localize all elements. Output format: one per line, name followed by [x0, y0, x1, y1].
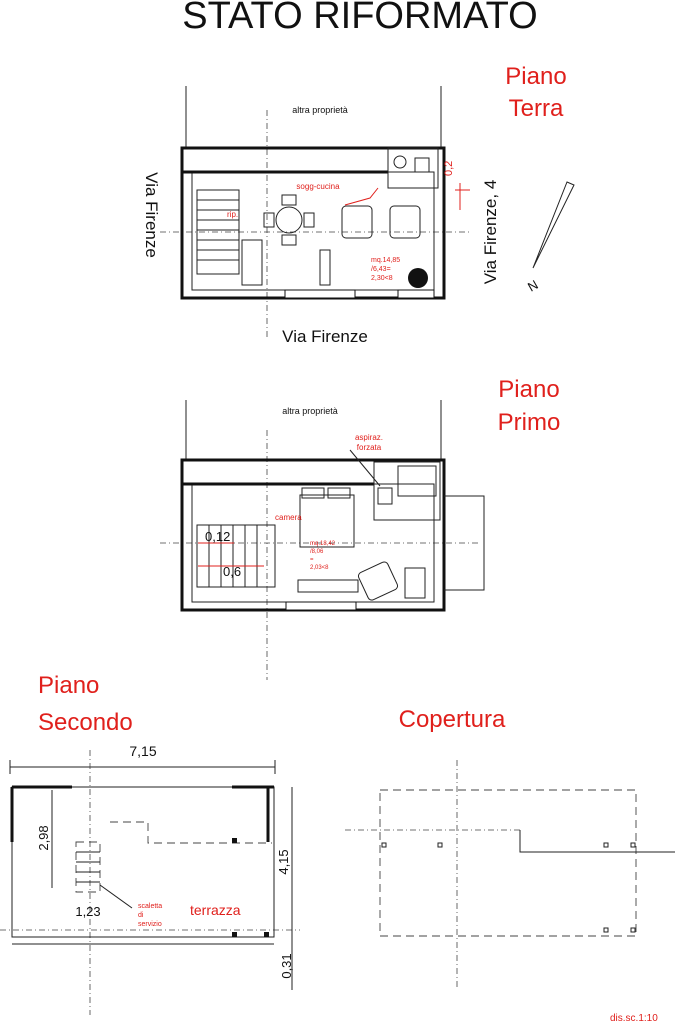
stair-line1: scaletta — [138, 903, 162, 910]
toilet-icon — [414, 157, 430, 173]
second-dim-width: 7,15 — [129, 743, 156, 759]
scale-note: dis.sc.1:10 — [610, 1013, 658, 1023]
second-dim-left: 2,98 — [36, 825, 51, 850]
first-area-line2: /8,06 — [310, 549, 324, 555]
ground-bottom-street: Via Firenze — [282, 327, 368, 346]
dining-table-icon — [263, 194, 315, 246]
ground-area-line3: 2,30<8 — [371, 275, 393, 282]
service-ladder — [75, 841, 101, 893]
ground-closet-label: rip. — [227, 210, 238, 219]
ground-floor-plan: altra proprietà sogg-cucina rip. mq.14,8… — [142, 63, 575, 346]
first-heading-line1: Piano — [498, 376, 559, 403]
north-label: N — [525, 277, 541, 295]
ground-area-line2: /6,43= — [371, 266, 391, 273]
second-heading-line2: Secondo — [38, 709, 133, 736]
ground-stairs — [196, 189, 240, 275]
shower-icon — [397, 465, 437, 497]
roof-plan: Copertura — [345, 706, 675, 990]
vent-line1: aspiraz. — [355, 433, 383, 442]
ground-top-label: altra proprietà — [292, 105, 348, 115]
first-stairs — [196, 524, 276, 588]
ground-area-line1: mq.14,85 — [371, 257, 400, 264]
north-arrow-icon — [532, 181, 575, 269]
first-area-line3: = — [310, 557, 314, 563]
second-heading-line1: Piano — [38, 672, 99, 699]
plant-icon — [408, 268, 428, 288]
ground-heading-line2: Terra — [509, 95, 564, 122]
roof-heading: Copertura — [399, 706, 506, 733]
armchair-icon — [357, 561, 399, 601]
kitchen-counter — [241, 239, 263, 286]
sink-icon — [393, 155, 407, 169]
first-top-label: altra proprietà — [282, 406, 338, 416]
second-dim-stair: 1,23 — [75, 904, 100, 919]
first-room-label: camera — [275, 513, 302, 522]
first-area-line1: mq.18,42 — [310, 541, 336, 547]
armchair-icon — [389, 205, 421, 239]
vent-line2: forzata — [357, 443, 382, 452]
first-floor-plan: altra proprietà aspiraz. forzata camera … — [160, 376, 560, 680]
ground-heading-line1: Piano — [505, 63, 566, 90]
bed-icon — [299, 494, 355, 548]
toilet-icon — [377, 487, 393, 505]
ground-room-label: sogg-cucina — [296, 182, 340, 191]
ground-left-street: Via Firenze — [142, 172, 161, 258]
armchair-icon — [341, 205, 373, 239]
second-dim-bottom: 0,31 — [279, 953, 294, 978]
stair-line2: di — [138, 912, 144, 919]
ground-dim-02: 0,2 — [443, 161, 455, 176]
second-floor-plan: 7,15 2,98 4,15 1,23 0,31 scaletta di ser… — [0, 672, 300, 1015]
first-dim-06: 0,6 — [223, 564, 241, 579]
first-area-line4: 2,03<8 — [310, 565, 329, 571]
stair-line3: servizio — [138, 921, 162, 928]
page-title: STATO RIFORMATO — [182, 0, 537, 37]
first-dim-012: 0,12 — [205, 529, 230, 544]
second-dim-right: 4,15 — [276, 849, 291, 874]
ground-right-street: Via Firenze, 4 — [481, 180, 500, 285]
terrace-label: terrazza — [190, 902, 241, 918]
first-heading-line2: Primo — [498, 409, 561, 436]
